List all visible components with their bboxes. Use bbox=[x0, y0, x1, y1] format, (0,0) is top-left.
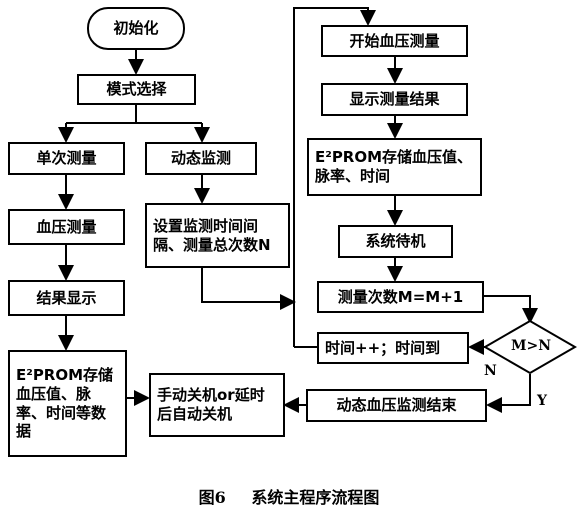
node-single: 单次测量 bbox=[8, 142, 125, 175]
node-shutdown: 手动关机or延时后自动关机 bbox=[149, 373, 285, 437]
decision-label: M>N bbox=[511, 338, 552, 354]
node-dynamic: 动态监测 bbox=[145, 142, 257, 175]
node-time: 时间++；时间到 bbox=[317, 332, 469, 364]
node-result-show: 结果显示 bbox=[8, 280, 125, 316]
node-start-bp: 开始血压测量 bbox=[321, 25, 468, 57]
edge-decision-yes bbox=[486, 374, 531, 413]
node-eeprom-left: E²PROM存储血压值、脉率、时间等数据 bbox=[8, 350, 127, 457]
caption-fig: 图6 bbox=[198, 488, 226, 507]
edge-count-decision bbox=[484, 295, 538, 324]
edge-loop-bus bbox=[293, 7, 376, 302]
caption-title: 系统主程序流程图 bbox=[251, 488, 380, 507]
node-count: 测量次数M=M+1 bbox=[317, 281, 484, 313]
node-bp-measure: 血压测量 bbox=[8, 209, 125, 245]
figure-caption: 图6 系统主程序流程图 bbox=[0, 484, 578, 508]
node-set-interval: 设置监测时间间隔、测量总次数N bbox=[145, 203, 290, 268]
decision-diamond bbox=[483, 319, 577, 375]
node-show-result: 显示测量结果 bbox=[321, 83, 468, 116]
node-mode-select: 模式选择 bbox=[77, 74, 196, 105]
edge-label-y: Y bbox=[537, 393, 547, 409]
edge-set-to-count bbox=[201, 268, 296, 310]
node-end-dynamic: 动态血压监测结束 bbox=[306, 389, 487, 422]
node-standby: 系统待机 bbox=[338, 225, 453, 258]
edge-label-n: N bbox=[484, 363, 497, 379]
node-init: 初始化 bbox=[87, 7, 185, 50]
node-eeprom-right: E²PROM存储血压值、脉率、时间 bbox=[307, 138, 482, 196]
